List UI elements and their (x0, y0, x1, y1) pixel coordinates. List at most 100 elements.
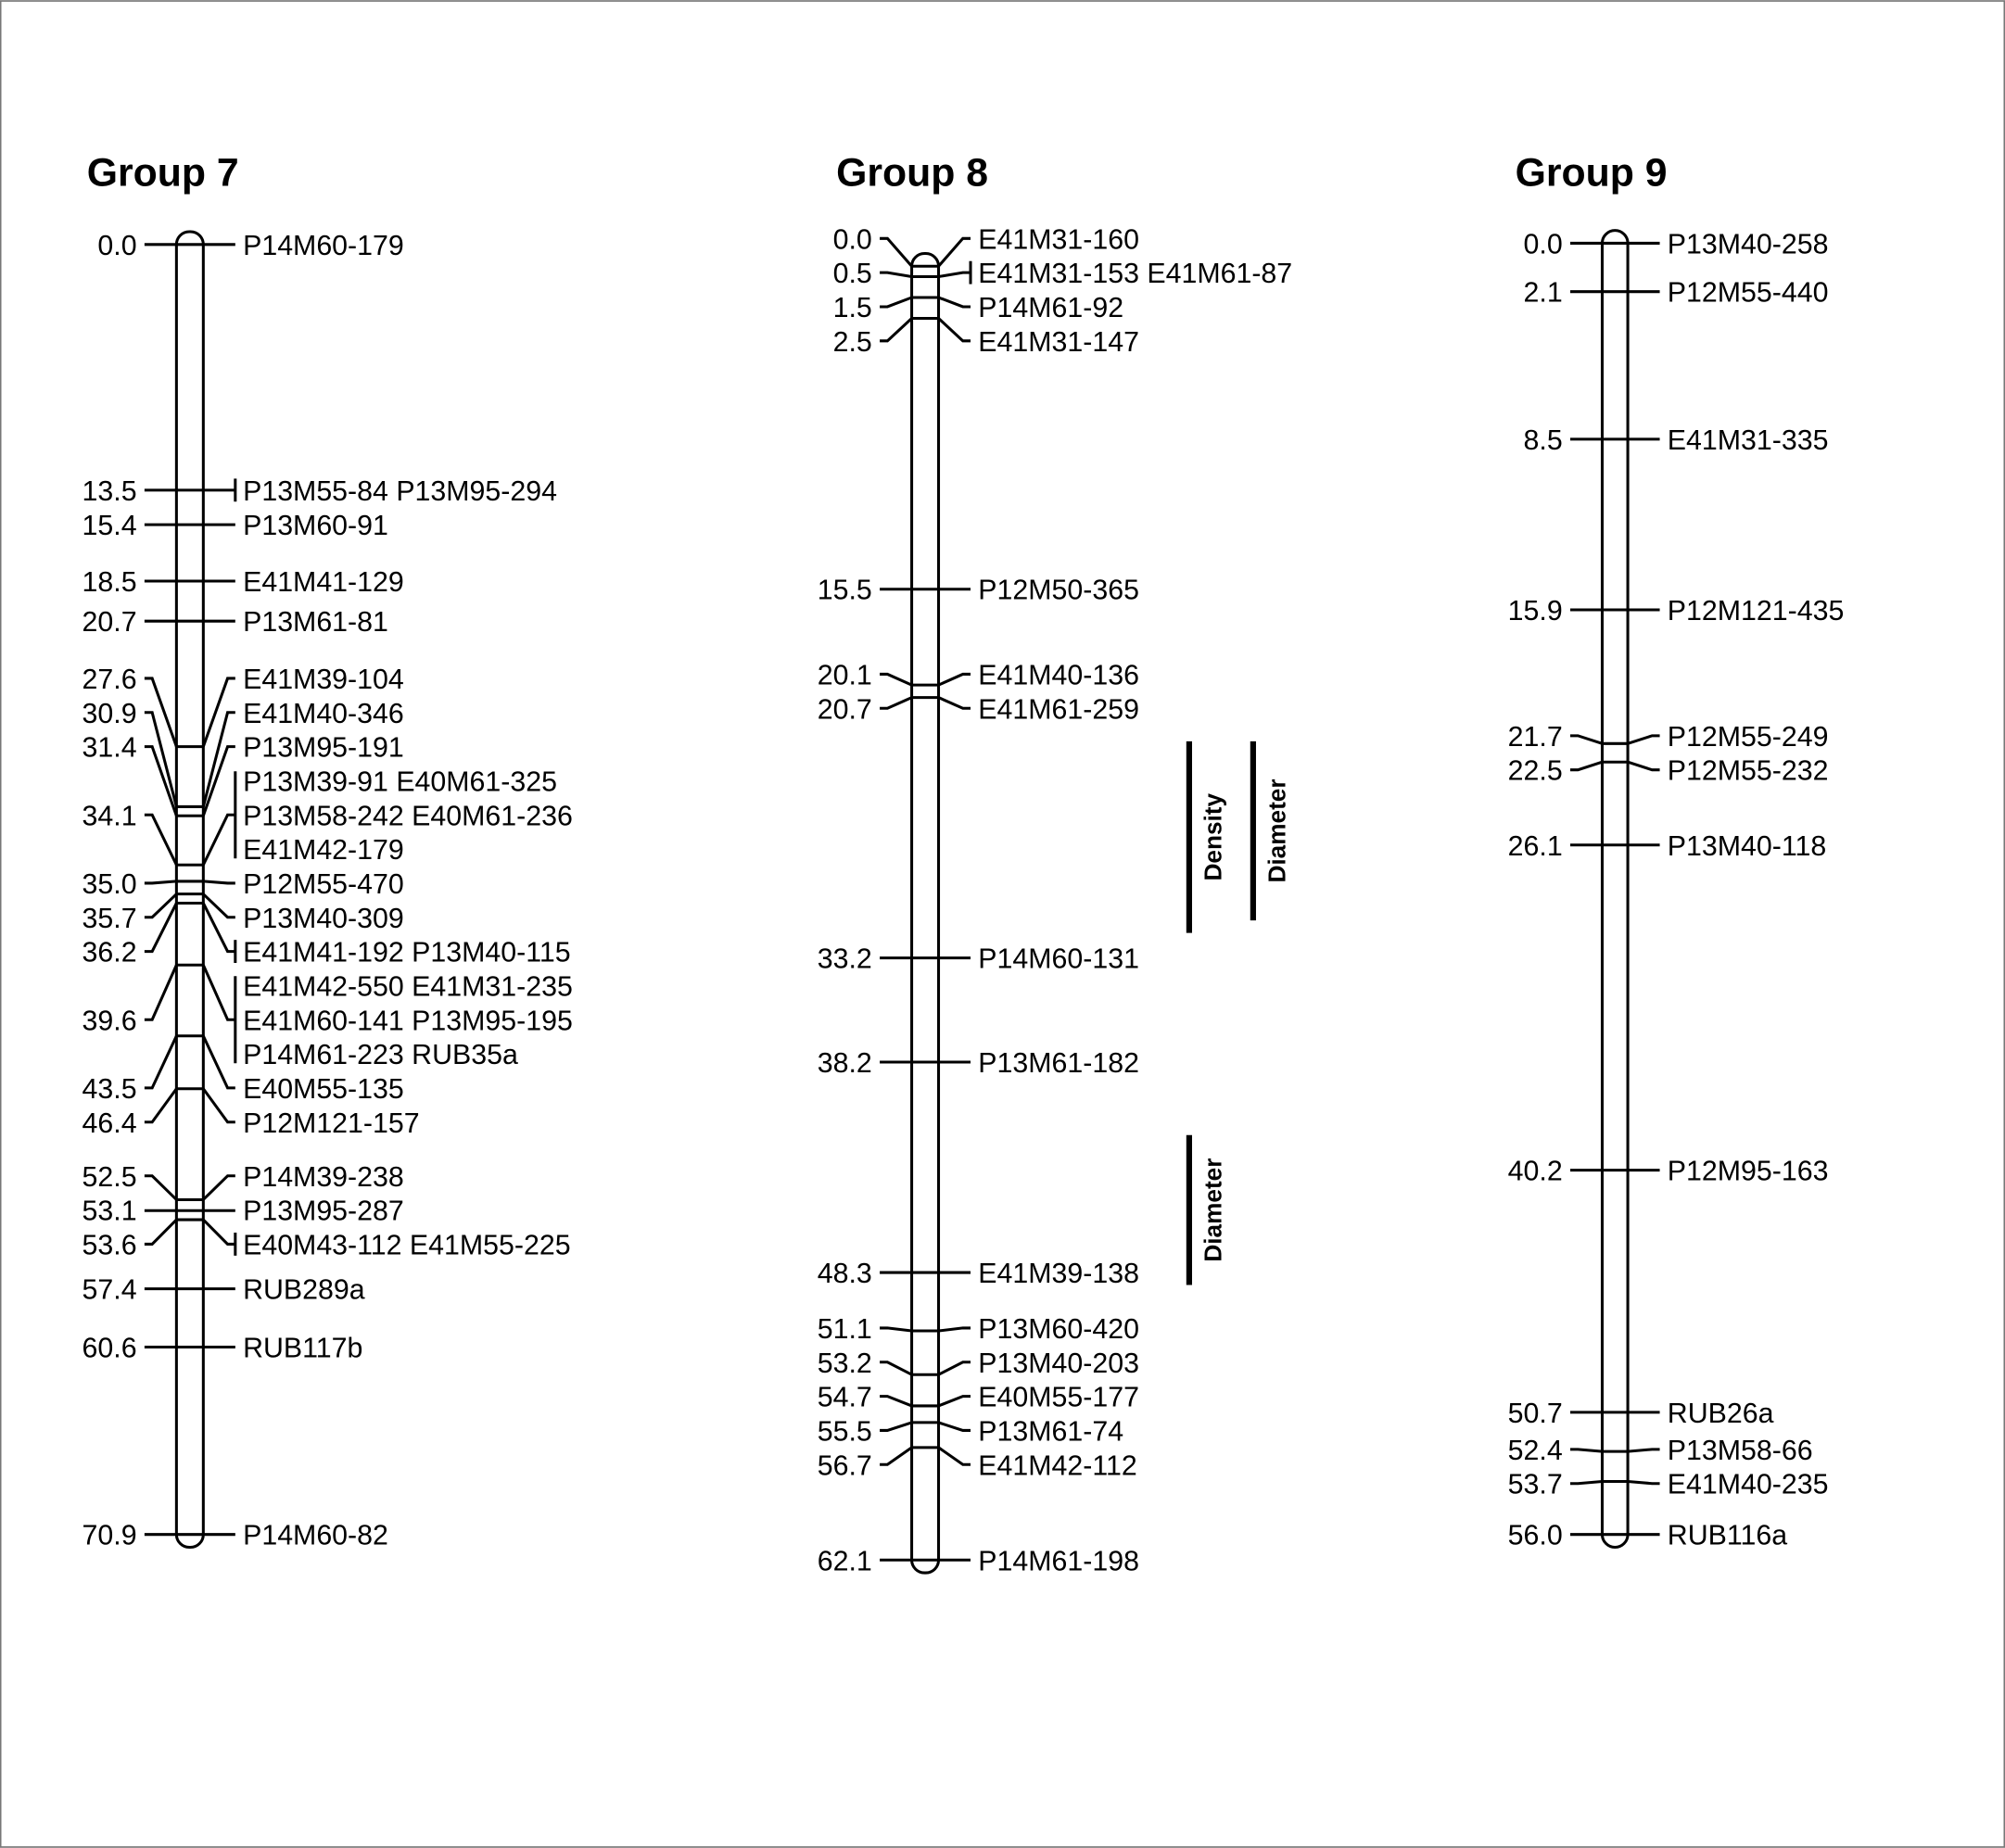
marker-position: 48.3 (818, 1259, 872, 1289)
marker-position: 2.5 (833, 327, 872, 358)
marker-position: 53.7 (1508, 1470, 1563, 1500)
right-connector (201, 1035, 235, 1090)
marker-name: RUB117b (243, 1334, 362, 1364)
left-connector (144, 892, 178, 919)
right-connector (1627, 1479, 1660, 1486)
marker-name: P13M40-258 (1668, 229, 1829, 259)
marker-name: E41M39-138 (978, 1259, 1139, 1289)
marker-position: 0.0 (1524, 229, 1563, 259)
marker-position: 46.4 (82, 1108, 137, 1139)
marker-name: P12M95-163 (1668, 1157, 1829, 1187)
left-connector (144, 1218, 178, 1246)
left-connector (880, 1421, 913, 1432)
left-connector (880, 236, 913, 268)
left-connector (144, 880, 177, 885)
marker-name: E41M40-136 (978, 660, 1139, 690)
marker-name: P13M40-309 (243, 904, 404, 934)
right-connector (202, 892, 235, 919)
left-connector (880, 271, 912, 279)
marker-position: 53.1 (82, 1196, 137, 1227)
chromosome-bar (910, 251, 941, 1575)
marker-position: 13.5 (82, 476, 137, 507)
marker-position: 20.7 (818, 694, 872, 725)
left-connector (880, 317, 913, 343)
right-connector (937, 1361, 971, 1376)
marker-position: 62.1 (818, 1546, 872, 1576)
marker-name: E41M31-153 E41M61-87 (978, 259, 1292, 289)
marker-name: E41M41-192 P13M40-115 (243, 938, 570, 968)
right-connector (937, 236, 971, 268)
marker-name: P14M39-238 (243, 1162, 404, 1193)
marker-name: E40M43-112 E41M55-225 (243, 1230, 570, 1260)
marker-position: 1.5 (833, 293, 872, 323)
marker-name: P14M61-198 (978, 1546, 1139, 1576)
marker-name: P14M61-223 RUB35a (243, 1040, 518, 1070)
marker-position: 15.9 (1508, 596, 1563, 627)
left-connector (1569, 1448, 1603, 1453)
right-connector (202, 1218, 235, 1246)
marker-name: E41M41-129 (243, 567, 404, 598)
marker-name: P12M55-440 (1668, 278, 1829, 309)
left-connector (144, 1035, 178, 1090)
qtl-label: Density (1199, 792, 1226, 880)
left-connector (880, 672, 913, 687)
marker-name: P13M61-74 (978, 1416, 1123, 1447)
marker-position: 56.0 (1508, 1521, 1563, 1551)
right-connector (938, 1326, 971, 1333)
right-connector (1627, 1448, 1660, 1453)
right-connector (937, 1395, 971, 1408)
right-connector (201, 677, 235, 748)
left-connector (880, 296, 913, 309)
right-connector (937, 296, 971, 309)
left-connector (144, 1174, 178, 1201)
left-connector (144, 1087, 178, 1124)
marker-position: 31.4 (82, 733, 137, 764)
marker-position: 8.5 (1524, 425, 1563, 456)
marker-name: P13M58-242 E40M61-236 (243, 801, 573, 831)
marker-name: E40M55-135 (243, 1074, 404, 1105)
right-connector (1627, 760, 1660, 772)
marker-name: RUB26a (1668, 1399, 1774, 1429)
marker-name: P12M55-249 (1668, 722, 1829, 753)
right-connector (201, 902, 235, 954)
right-connector (937, 672, 971, 687)
right-connector (203, 880, 235, 885)
marker-position: 20.7 (82, 607, 137, 638)
marker-position: 52.4 (1508, 1436, 1563, 1466)
left-connector (144, 711, 178, 807)
right-connector (938, 271, 971, 279)
marker-position: 53.2 (818, 1348, 872, 1379)
marker-position: 38.2 (818, 1048, 872, 1079)
marker-position: 56.7 (818, 1450, 872, 1481)
right-connector (1627, 734, 1660, 745)
left-connector (880, 696, 913, 710)
marker-name: E41M42-179 (243, 835, 404, 866)
right-connector (937, 696, 971, 710)
right-connector (201, 813, 235, 866)
marker-name: E41M42-112 (978, 1450, 1136, 1481)
marker-position: 2.1 (1524, 278, 1563, 309)
marker-position: 70.9 (82, 1521, 137, 1551)
marker-position: 50.7 (1508, 1399, 1563, 1429)
marker-name: E41M61-259 (978, 694, 1139, 725)
marker-name: E41M39-104 (243, 665, 404, 695)
marker-position: 39.6 (82, 1006, 137, 1036)
marker-name: P13M60-91 (243, 511, 388, 541)
marker-name: P12M50-365 (978, 576, 1139, 606)
marker-position: 60.6 (82, 1334, 137, 1364)
marker-position: 36.2 (82, 938, 137, 968)
marker-position: 15.4 (82, 511, 137, 541)
marker-name: RUB289a (243, 1275, 365, 1306)
marker-name: E41M40-235 (1668, 1470, 1829, 1500)
marker-position: 0.0 (97, 231, 136, 261)
marker-position: 51.1 (818, 1314, 872, 1345)
marker-name: E41M31-335 (1668, 425, 1829, 456)
marker-position: 0.0 (833, 224, 872, 255)
marker-position: 30.9 (82, 699, 137, 729)
marker-name: P13M61-182 (978, 1048, 1139, 1079)
right-connector (201, 964, 235, 1021)
marker-name: P13M40-118 (1668, 831, 1826, 862)
marker-name: P14M60-179 (243, 231, 404, 261)
